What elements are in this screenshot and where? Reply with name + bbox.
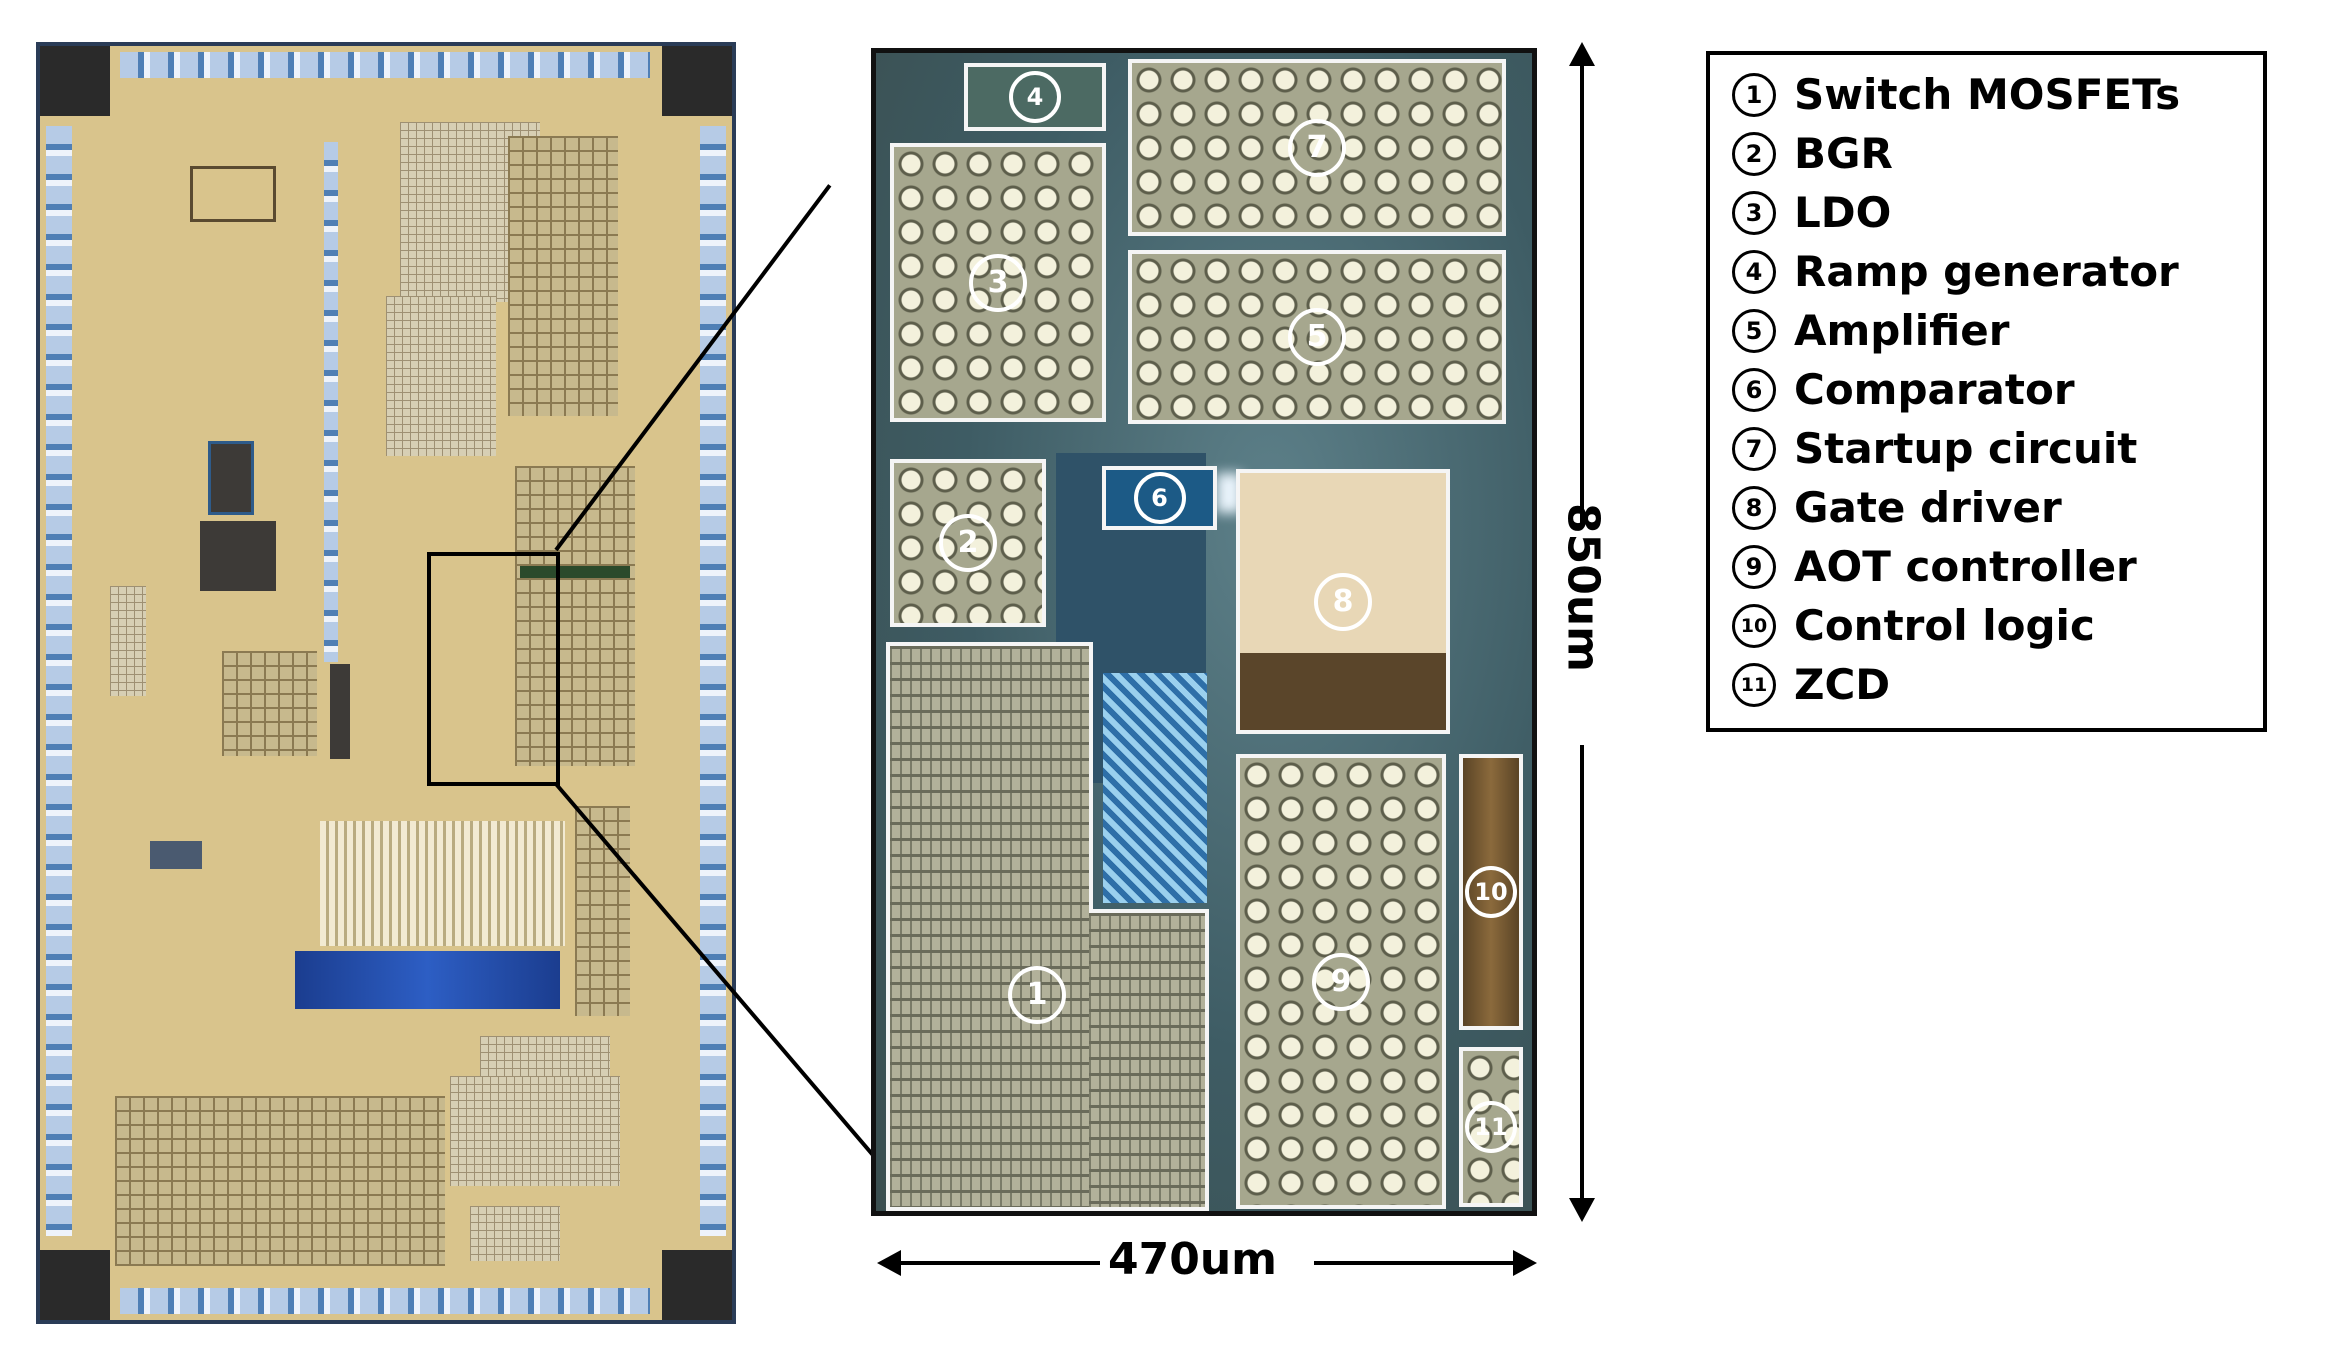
height-dimension-line (1580, 745, 1584, 1200)
region-ramp-generator: 4 (964, 63, 1106, 131)
legend-number: 10 (1732, 603, 1776, 648)
legend-label: Switch MOSFETs (1794, 70, 2181, 119)
region-gate-driver: 8 (1236, 469, 1450, 734)
region-number: 2 (939, 514, 997, 572)
region-aot-controller: 9 (1236, 754, 1446, 1209)
height-arrow-bottom (1569, 1198, 1595, 1222)
zoom-region-marker (427, 552, 560, 786)
legend-label: Gate driver (1794, 483, 2062, 532)
legend-item: 2 BGR (1732, 124, 2263, 183)
legend-label: Amplifier (1794, 306, 2010, 355)
die-corner (662, 46, 732, 116)
region-number: 9 (1312, 952, 1370, 1011)
circuit-block (222, 651, 317, 756)
zoomed-layout-panel: 4 7 3 5 2 6 8 1 9 10 (871, 48, 1537, 1216)
region-number: 6 (1133, 472, 1186, 524)
width-arrow-right (1513, 1250, 1537, 1276)
pad-ring-bottom (120, 1288, 650, 1314)
width-dimension-line (897, 1261, 1100, 1265)
legend-label: Control logic (1794, 601, 2095, 650)
legend-item: 9 AOT controller (1732, 537, 2263, 596)
legend-label: ZCD (1794, 660, 1891, 709)
circuit-block (320, 821, 565, 946)
region-switch-mosfets (886, 642, 1093, 1211)
legend-number: 11 (1732, 662, 1776, 707)
region-outline-segment (1089, 642, 1093, 913)
region-control-logic: 10 (1459, 754, 1523, 1030)
circuit-block (110, 586, 146, 696)
width-dimension-label: 470um (1108, 1234, 1278, 1285)
legend-label: LDO (1794, 188, 1892, 237)
legend-item: 4 Ramp generator (1732, 242, 2263, 301)
circuit-block (150, 841, 202, 869)
legend-item: 8 Gate driver (1732, 478, 2263, 537)
circuit-block (330, 664, 350, 759)
height-dimension-label: 850um (1557, 502, 1609, 673)
circuit-block (515, 466, 635, 766)
die-corner (40, 1250, 110, 1320)
legend-label: BGR (1794, 129, 1893, 178)
region-switch-mosfets-extension (1089, 909, 1209, 1211)
region-amplifier: 5 (1128, 250, 1506, 424)
legend-item: 3 LDO (1732, 183, 2263, 242)
circuit-block (200, 521, 276, 591)
legend-number: 3 (1732, 190, 1776, 235)
height-dimension-line (1580, 62, 1584, 525)
region-number: 7 (1288, 118, 1346, 177)
region-zcd: 11 (1459, 1047, 1523, 1207)
legend: 1 Switch MOSFETs 2 BGR 3 LDO 4 Ramp generato… (1706, 51, 2267, 732)
legend-item: 1 Switch MOSFETs (1732, 65, 2263, 124)
die-corner (662, 1250, 732, 1320)
legend-item: 5 Amplifier (1732, 301, 2263, 360)
region-number: 10 (1465, 866, 1517, 918)
region-startup-circuit: 7 (1128, 59, 1506, 236)
legend-label: Ramp generator (1794, 247, 2179, 296)
circuit-block (450, 1076, 620, 1186)
legend-number: 2 (1732, 131, 1776, 176)
region-number: 11 (1465, 1101, 1517, 1153)
legend-item: 11 ZCD (1732, 655, 2263, 714)
region-number: 1 (1008, 966, 1066, 1024)
inner-pad-column (324, 142, 338, 662)
circuit-block (190, 166, 276, 222)
circuit-block (508, 136, 618, 416)
legend-number: 5 (1732, 308, 1776, 353)
region-texture (890, 646, 1093, 1207)
layout-texture (1103, 673, 1207, 903)
circuit-block (386, 296, 496, 456)
circuit-block (470, 1206, 560, 1261)
legend-label: Comparator (1794, 365, 2075, 414)
region-number: 5 (1288, 308, 1346, 366)
legend-number: 7 (1732, 426, 1776, 471)
region-number: 3 (969, 253, 1027, 312)
region-number: 8 (1314, 572, 1372, 631)
legend-label: AOT controller (1794, 542, 2137, 591)
circuit-block (208, 441, 254, 515)
legend-number: 8 (1732, 485, 1776, 530)
circuit-block (295, 951, 560, 1009)
legend-number: 9 (1732, 544, 1776, 589)
pad-ring-right (700, 126, 726, 1236)
pad-ring-left (46, 126, 72, 1236)
legend-item: 6 Comparator (1732, 360, 2263, 419)
region-comparator: 6 (1102, 466, 1217, 530)
pad-ring-top (120, 52, 650, 78)
die-photo (36, 42, 736, 1324)
circuit-block (520, 566, 630, 578)
legend-item: 7 Startup circuit (1732, 419, 2263, 478)
region-bgr: 2 (890, 459, 1046, 627)
legend-number: 1 (1732, 72, 1776, 117)
legend-label: Startup circuit (1794, 424, 2138, 473)
region-texture (1089, 913, 1205, 1207)
legend-number: 4 (1732, 249, 1776, 294)
legend-item: 10 Control logic (1732, 596, 2263, 655)
region-number: 4 (1009, 71, 1061, 123)
legend-number: 6 (1732, 367, 1776, 412)
circuit-block (115, 1096, 445, 1266)
width-dimension-line (1314, 1261, 1514, 1265)
die-corner (40, 46, 110, 116)
region-ldo: 3 (890, 143, 1106, 422)
